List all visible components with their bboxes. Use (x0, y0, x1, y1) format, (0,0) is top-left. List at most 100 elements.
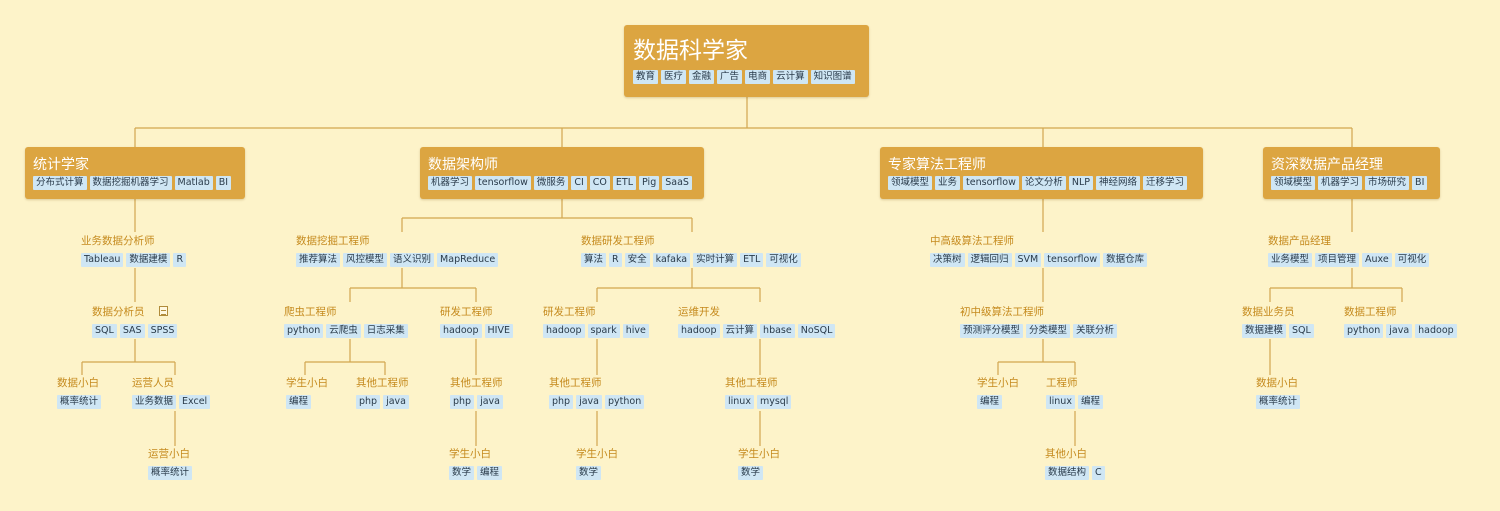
tag[interactable]: SAS (119, 324, 145, 338)
node-operations-novice[interactable]: 运营小白 概率统计 (148, 448, 193, 480)
tag[interactable]: hbase (760, 324, 795, 338)
node-crawler-engineer[interactable]: 爬虫工程师 python 云爬虫 日志采集 (284, 306, 408, 338)
tag[interactable]: java (1386, 324, 1413, 338)
node-other-novice[interactable]: 其他小白 数据结构 C (1045, 448, 1105, 480)
tag[interactable]: 编程 (286, 395, 312, 409)
tag[interactable]: SQL (1289, 324, 1314, 338)
tag[interactable]: R (609, 253, 622, 267)
node-data-rd-engineer[interactable]: 数据研发工程师 算法 R 安全 kafaka 实时计算 ETL 可视化 (581, 235, 801, 267)
tag[interactable]: 市场研究 (1365, 176, 1410, 190)
tag[interactable]: 数据建模 (1242, 324, 1287, 338)
node-data-novice[interactable]: 数据小白 概率统计 (57, 377, 102, 409)
tag[interactable]: 云计算 (773, 70, 808, 84)
tag[interactable]: 数据建模 (126, 253, 171, 267)
tag[interactable]: 概率统计 (148, 466, 193, 480)
tag[interactable]: 语义识别 (390, 253, 435, 267)
tag[interactable]: CI (571, 176, 587, 190)
tag[interactable]: C (1092, 466, 1105, 480)
node-data-business-staff[interactable]: 数据业务员 数据建模 SQL (1242, 306, 1314, 338)
tag[interactable]: 概率统计 (1256, 395, 1301, 409)
tag[interactable]: 云计算 (722, 324, 758, 338)
tag[interactable]: 业务模型 (1268, 253, 1313, 267)
tag[interactable]: 数学 (449, 466, 475, 480)
tag[interactable]: java (576, 395, 602, 409)
tag[interactable]: 编程 (1077, 395, 1103, 409)
node-rd-engineer[interactable]: 研发工程师 hadoop spark hive (543, 306, 649, 338)
tag[interactable]: CO (589, 176, 610, 190)
tag[interactable]: 论文分析 (1021, 176, 1066, 190)
node-data-product-manager[interactable]: 数据产品经理 业务模型 项目管理 Auxe 可视化 (1268, 235, 1430, 267)
tag[interactable]: 安全 (624, 253, 650, 267)
tag[interactable]: php (356, 395, 381, 409)
tag[interactable]: 医疗 (661, 70, 687, 84)
tag[interactable]: Auxe (1362, 253, 1392, 267)
node-data-engineer[interactable]: 数据工程师 python java hadoop (1344, 306, 1457, 338)
tag[interactable]: python (1344, 324, 1384, 338)
tag[interactable]: python (284, 324, 324, 338)
tag[interactable]: 云爬虫 (326, 324, 361, 338)
tag[interactable]: hive (622, 324, 649, 338)
node-data-analyst[interactable]: 数据分析员 SQL SAS SPSS (92, 306, 178, 338)
root-topic[interactable]: 数据科学家 教育 医疗 金融 广告 电商 云计算 知识图谱 (624, 25, 869, 97)
tag[interactable]: 推荐算法 (296, 253, 341, 267)
tag[interactable]: SQL (92, 324, 117, 338)
tag[interactable]: php (549, 395, 574, 409)
tag[interactable]: SPSS (147, 324, 178, 338)
tag[interactable]: 数据仓库 (1103, 253, 1148, 267)
tag[interactable]: 广告 (717, 70, 743, 84)
tag[interactable]: SVM (1014, 253, 1042, 267)
tag[interactable]: hadoop (440, 324, 482, 338)
tag[interactable]: 概率统计 (57, 395, 102, 409)
tag[interactable]: 编程 (477, 466, 503, 480)
tag[interactable]: BI (215, 176, 232, 190)
tag[interactable]: 算法 (581, 253, 607, 267)
tag[interactable]: SaaS (662, 176, 692, 190)
tag[interactable]: Matlab (174, 176, 213, 190)
tag[interactable]: python (605, 395, 645, 409)
node-student-novice[interactable]: 学生小白 数学 (576, 448, 618, 480)
tag[interactable]: 分类模型 (1026, 324, 1071, 338)
node-other-engineer[interactable]: 其他工程师 php java (356, 377, 409, 409)
branch-topic-data-architect[interactable]: 数据架构师 机器学习 tensorflow 微服务 CI CO ETL Pig … (420, 147, 704, 199)
tag[interactable]: 预测评分模型 (960, 324, 1024, 338)
branch-topic-algorithm-expert[interactable]: 专家算法工程师 领域模型 业务 tensorflow 论文分析 NLP 神经网络… (880, 147, 1203, 199)
tag[interactable]: BI (1412, 176, 1428, 190)
tag[interactable]: Pig (639, 176, 660, 190)
tag[interactable]: linux (725, 395, 754, 409)
tag[interactable]: kafaka (652, 253, 691, 267)
tag[interactable]: 机器学习 (1318, 176, 1363, 190)
tag[interactable]: HIVE (484, 324, 513, 338)
tag[interactable]: 迁移学习 (1143, 176, 1188, 190)
tag[interactable]: 决策树 (930, 253, 965, 267)
node-operations-staff[interactable]: 运营人员 业务数据 Excel (132, 377, 211, 409)
tag[interactable]: hadoop (1415, 324, 1457, 338)
tag[interactable]: 神经网络 (1096, 176, 1141, 190)
tag[interactable]: 可视化 (766, 253, 801, 267)
node-devops[interactable]: 运维开发 hadoop 云计算 hbase NoSQL (678, 306, 836, 338)
tag[interactable]: mysql (756, 395, 792, 409)
tag[interactable]: 业务数据 (132, 395, 177, 409)
tag[interactable]: ETL (612, 176, 637, 190)
tag[interactable]: 电商 (745, 70, 771, 84)
tag[interactable]: java (477, 395, 503, 409)
tag[interactable]: 金融 (689, 70, 715, 84)
tag[interactable]: NLP (1068, 176, 1094, 190)
tag[interactable]: 教育 (633, 70, 659, 84)
tag[interactable]: Tableau (81, 253, 124, 267)
tag[interactable]: 分布式计算 (33, 176, 87, 190)
tag[interactable]: 领域模型 (888, 176, 933, 190)
tag[interactable]: java (383, 395, 409, 409)
tag[interactable]: hadoop (678, 324, 720, 338)
node-data-mining-engineer[interactable]: 数据挖掘工程师 推荐算法 风控模型 语义识别 MapReduce (296, 235, 499, 267)
node-other-engineer[interactable]: 其他工程师 linux mysql (725, 377, 792, 409)
tag[interactable]: 项目管理 (1315, 253, 1360, 267)
tag[interactable]: spark (587, 324, 620, 338)
tag[interactable]: tensorflow (475, 176, 531, 190)
node-other-engineer[interactable]: 其他工程师 php java python (549, 377, 645, 409)
node-business-data-analyst[interactable]: 业务数据分析师 Tableau 数据建模 R (81, 235, 187, 267)
tag[interactable]: 微服务 (533, 176, 569, 190)
tag[interactable]: tensorflow (963, 176, 1019, 190)
tag[interactable]: 机器学习 (428, 176, 473, 190)
node-engineer[interactable]: 工程师 linux 编程 (1046, 377, 1103, 409)
tag[interactable]: R (173, 253, 187, 267)
